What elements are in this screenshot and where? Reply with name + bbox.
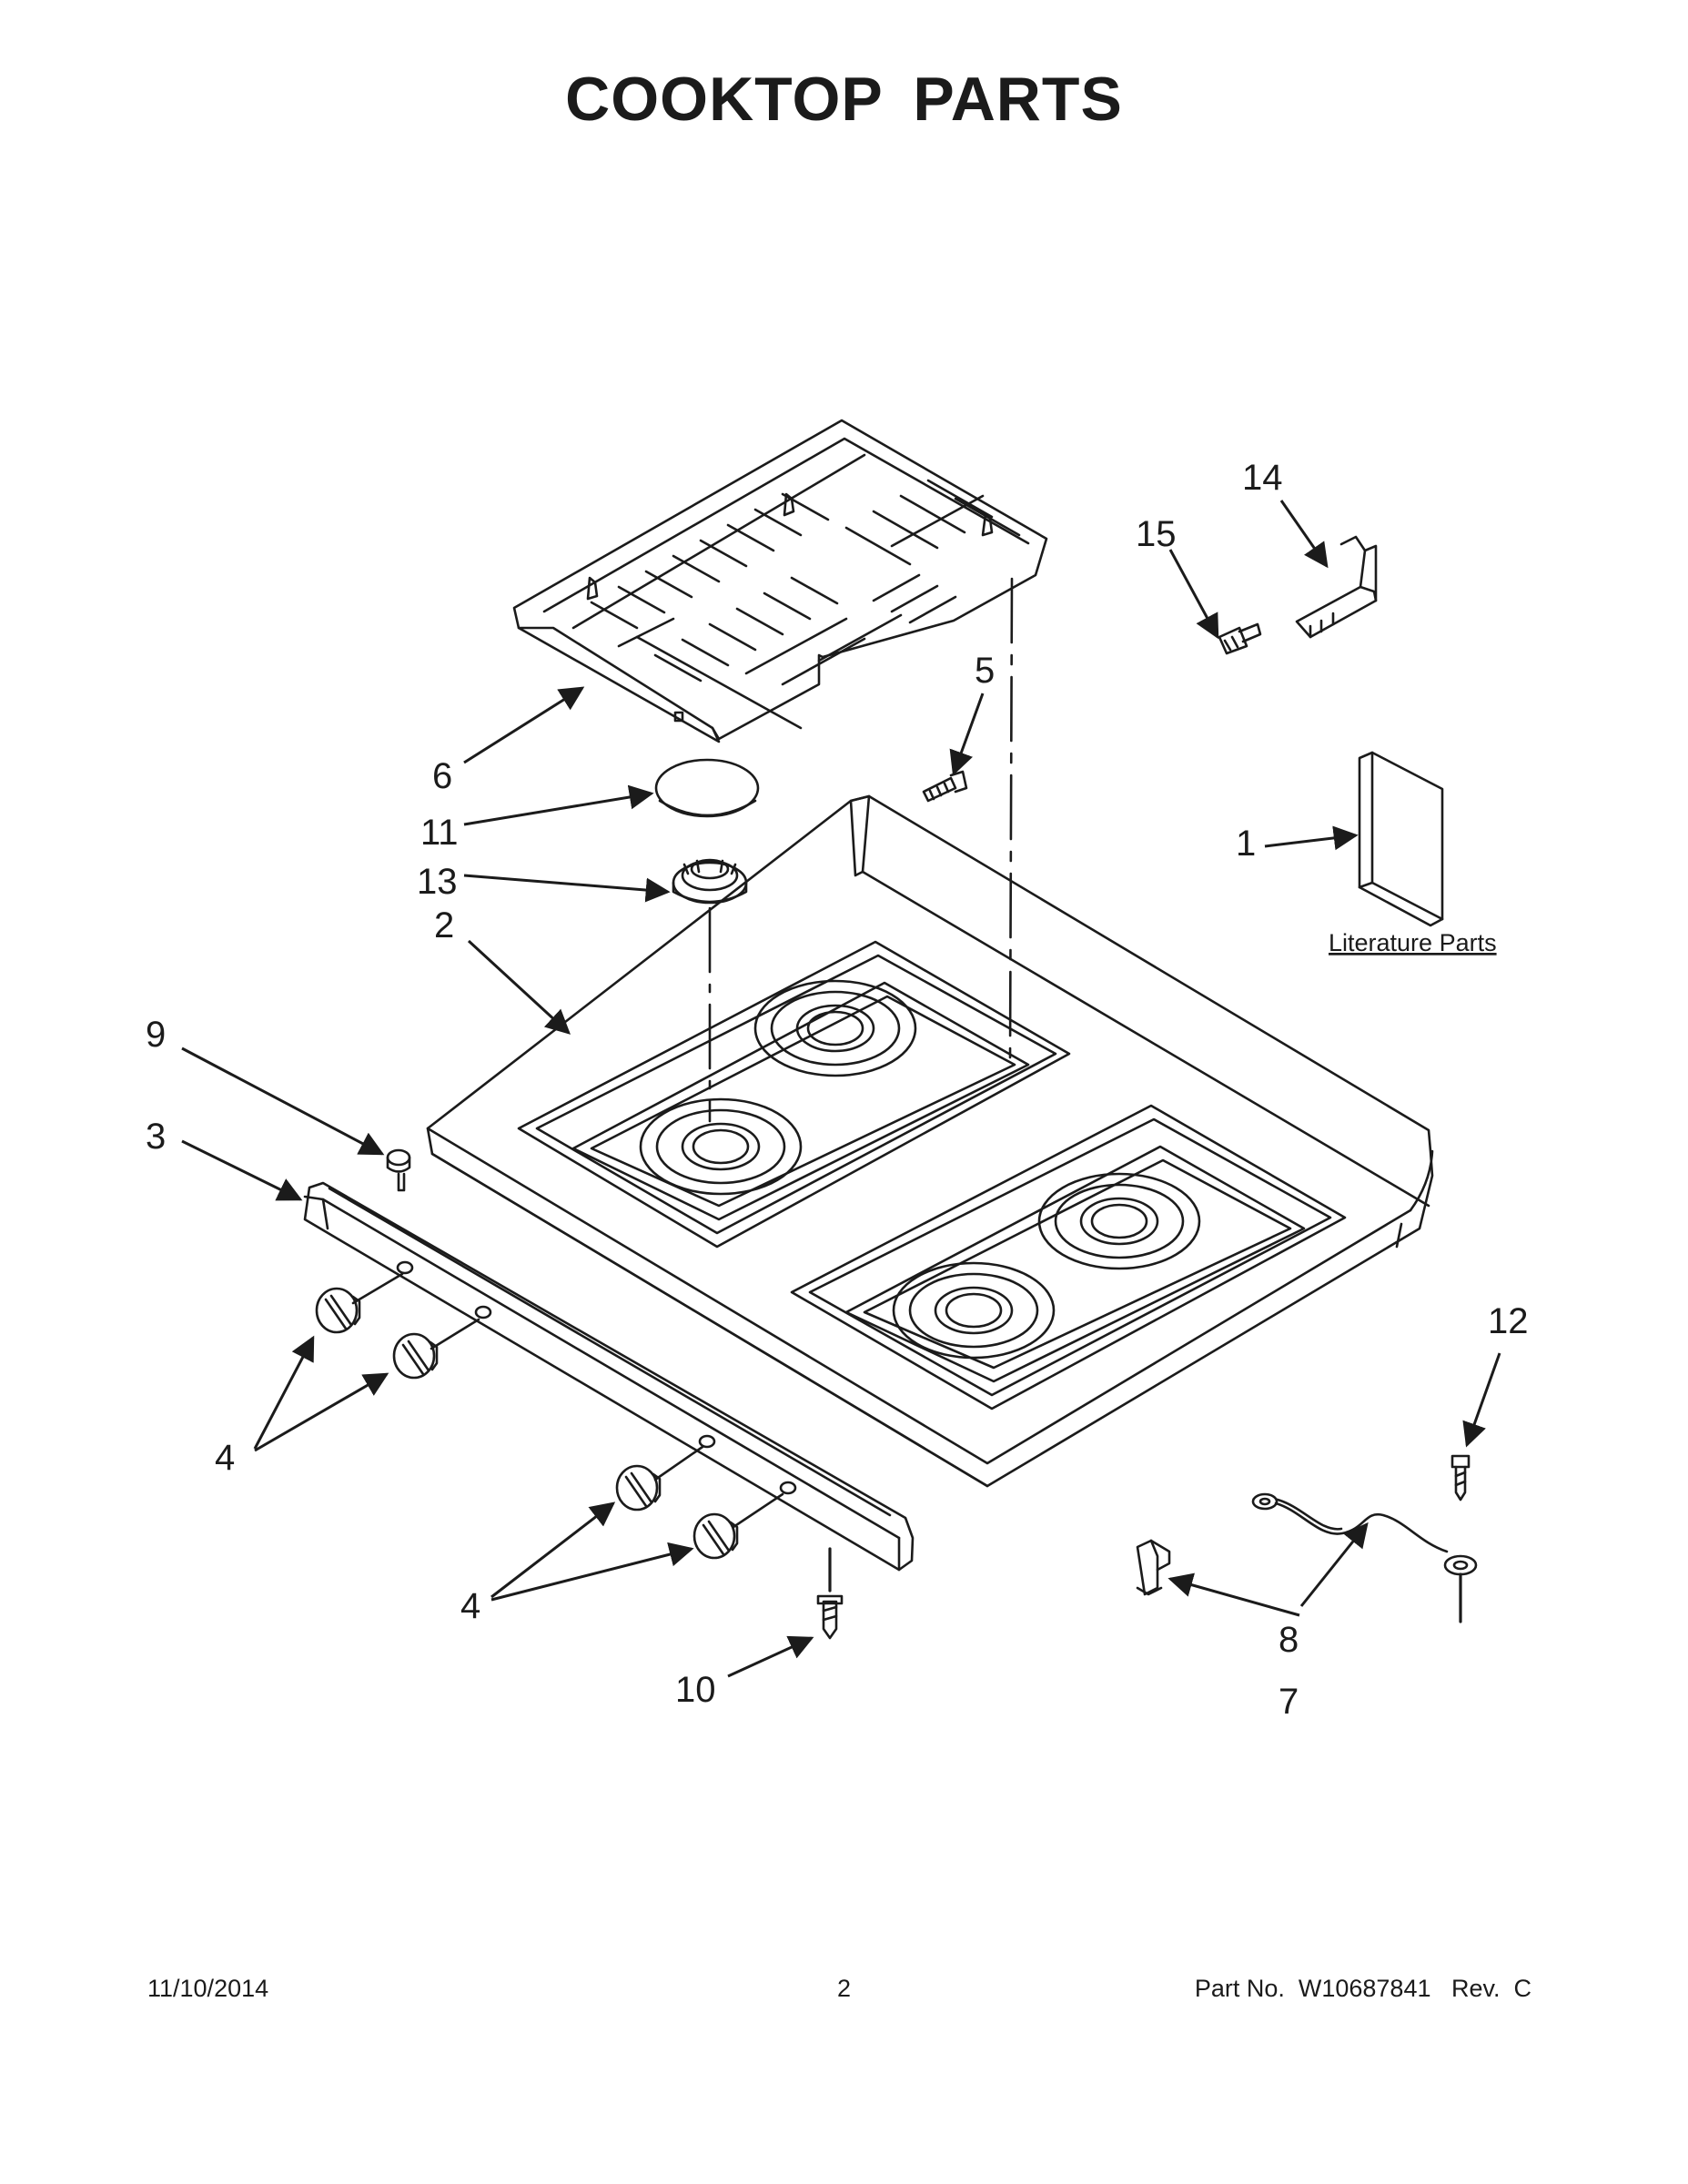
- callout-5: 5: [975, 651, 995, 691]
- ground-wire: [1251, 1492, 1478, 1576]
- screw-part-12: [1450, 1454, 1471, 1623]
- page-title: COOKTOP PARTS: [565, 65, 1123, 134]
- callout-9: 9: [146, 1015, 166, 1055]
- burner-grate: [512, 419, 1048, 743]
- footer-page-number: 2: [836, 1975, 852, 2002]
- knob-2: [392, 1332, 439, 1380]
- knob-3: [615, 1464, 662, 1512]
- literature-parts-label: Literature Parts: [1329, 929, 1497, 956]
- left-burner-well: [517, 940, 1071, 1249]
- knob-4: [692, 1512, 739, 1560]
- callout-1: 1: [1236, 824, 1256, 864]
- screw-part-5: [922, 770, 968, 803]
- callout-4a: 4: [215, 1438, 235, 1478]
- knob-1: [315, 1287, 361, 1334]
- clip-part-7: [1136, 1539, 1171, 1596]
- callout-10: 10: [675, 1670, 716, 1710]
- callout-7: 7: [1279, 1682, 1299, 1722]
- footer-date: 11/10/2014: [147, 1975, 269, 2002]
- footer-part-number: Part No. W10687841 Rev. C: [1194, 1975, 1531, 2002]
- right-burner-well: [790, 1104, 1347, 1410]
- callout-4b: 4: [460, 1586, 480, 1626]
- callout-2: 2: [434, 905, 454, 945]
- callout-numbers: 1 2 3 4 4 5 6 7 8 9 10 11 12 13 14 15 Li…: [146, 458, 1529, 1722]
- callout-15: 15: [1136, 514, 1177, 554]
- bracket-part-14: [1295, 535, 1378, 639]
- leader-arrows: [181, 500, 1501, 1678]
- callout-12: 12: [1488, 1301, 1529, 1341]
- manifold-panel: [303, 1181, 915, 1572]
- screw-part-15: [1218, 622, 1262, 655]
- cooktop-panel: [426, 794, 1434, 1488]
- callout-13: 13: [417, 862, 458, 902]
- screw-part-10: [816, 1547, 844, 1640]
- literature-booklet: [1358, 751, 1444, 927]
- burner-base: [672, 858, 748, 905]
- burner-cap: [654, 758, 760, 818]
- callout-6: 6: [432, 756, 452, 796]
- callout-14: 14: [1242, 458, 1283, 498]
- callout-8: 8: [1279, 1620, 1299, 1660]
- screw-part-9: [386, 1148, 411, 1192]
- callout-11: 11: [420, 813, 459, 853]
- callout-3: 3: [146, 1117, 166, 1157]
- control-knobs: [315, 1272, 784, 1560]
